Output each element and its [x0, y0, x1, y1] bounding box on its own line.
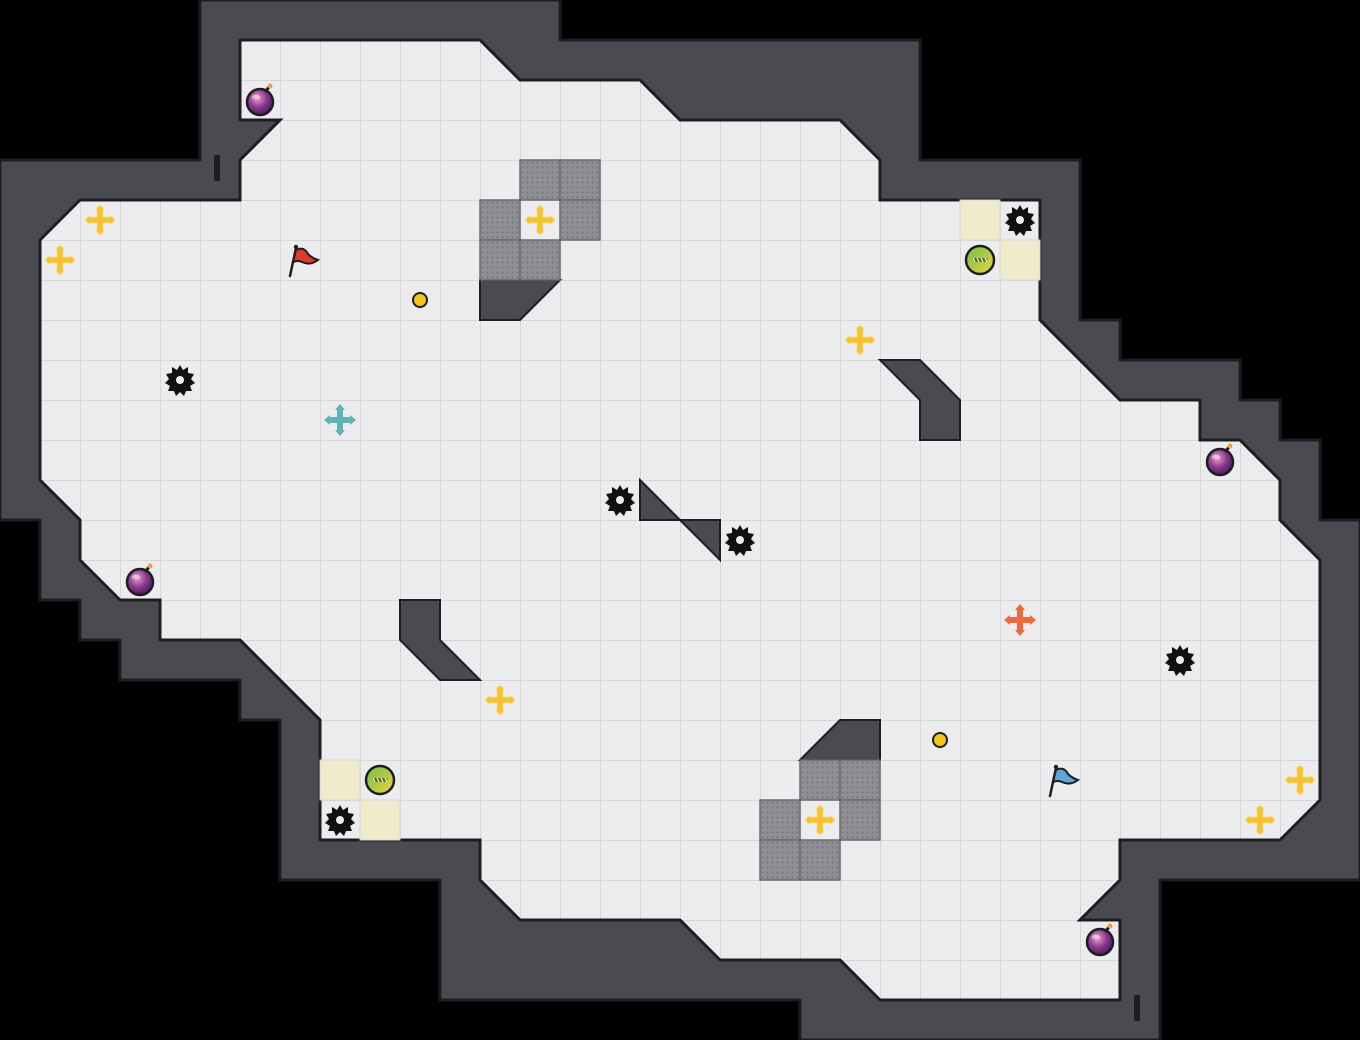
metal-block	[759, 839, 801, 881]
metal-block-cluster	[479, 159, 601, 281]
metal-block	[759, 799, 801, 841]
metal-block	[519, 159, 561, 201]
metal-block	[799, 759, 841, 801]
spawn-pad	[359, 799, 401, 841]
plus-powerup-icon[interactable]	[844, 324, 876, 356]
coin-icon[interactable]	[932, 732, 948, 748]
metal-block	[479, 199, 521, 241]
plus-powerup-icon[interactable]	[84, 204, 116, 236]
metal-block	[839, 799, 881, 841]
wall-obstacle	[677, 519, 721, 563]
wall-notch	[1134, 995, 1140, 1021]
plus-powerup-icon[interactable]	[484, 684, 516, 716]
wall-obstacle	[399, 599, 483, 681]
plus-powerup-icon[interactable]	[1284, 764, 1316, 796]
metal-block-cluster	[759, 759, 881, 881]
wall-notch	[214, 155, 220, 181]
metal-block	[799, 839, 841, 881]
spawn-pad	[319, 759, 361, 801]
plus-powerup-icon[interactable]	[1244, 804, 1276, 836]
plus-powerup-icon[interactable]	[524, 204, 556, 236]
wall-obstacle	[639, 477, 683, 521]
metal-block	[839, 759, 881, 801]
spawn-pad	[999, 239, 1041, 281]
speed-orb-icon[interactable]	[964, 244, 996, 276]
metal-block	[559, 159, 601, 201]
coin-icon[interactable]	[412, 292, 428, 308]
metal-block	[559, 199, 601, 241]
spawn-pad	[959, 199, 1001, 241]
plus-powerup-icon[interactable]	[804, 804, 836, 836]
speed-orb-icon[interactable]	[364, 764, 396, 796]
metal-block	[479, 239, 521, 281]
plus-powerup-icon[interactable]	[44, 244, 76, 276]
wall-obstacle	[877, 359, 961, 441]
metal-block	[519, 239, 561, 281]
